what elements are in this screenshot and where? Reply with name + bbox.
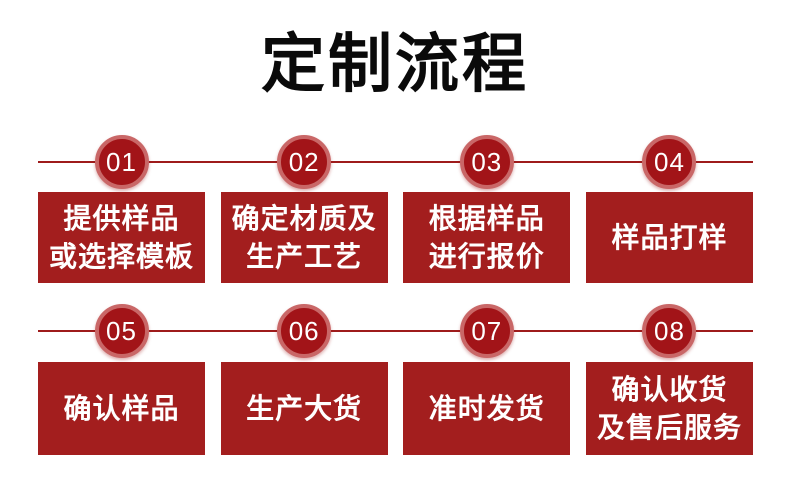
step-8: 08 确认收货 及售后服务 [585, 304, 753, 455]
step-4-circle: 04 [642, 135, 697, 189]
step-7-circle: 07 [459, 304, 514, 358]
step-6-label: 生产大货 [246, 392, 363, 424]
step-1-box: 提供样品 或选择模板 [38, 192, 205, 283]
step-4: 04 样品打样 [585, 135, 753, 283]
step-2-circle: 02 [277, 135, 332, 189]
step-5-number: 05 [106, 316, 137, 346]
step-8-box: 确认收货 及售后服务 [585, 362, 753, 455]
step-8-circle: 08 [642, 304, 697, 358]
page-title: 定制流程 [261, 28, 529, 100]
connector-line [38, 330, 753, 332]
step-6-circle: 06 [277, 304, 332, 358]
step-4-number: 04 [654, 147, 685, 177]
step-3-label: 根据样品 进行报价 [428, 203, 545, 272]
step-2: 02 确定材质及 生产工艺 [220, 135, 388, 283]
step-3-circle: 03 [459, 135, 514, 189]
step-5-label: 确认样品 [63, 392, 180, 424]
step-2-number: 02 [288, 147, 320, 177]
step-6-number: 06 [288, 316, 320, 346]
step-5-box: 确认样品 [38, 362, 205, 455]
step-6: 06 生产大货 [220, 304, 388, 455]
step-3: 03 根据样品 进行报价 [403, 135, 571, 283]
step-7-label: 准时发货 [428, 392, 545, 424]
step-5-circle: 05 [94, 304, 149, 358]
step-2-box: 确定材质及 生产工艺 [220, 192, 388, 283]
step-7-box: 准时发货 [403, 362, 571, 455]
step-4-label: 样品打样 [611, 221, 728, 253]
step-7-number: 07 [471, 316, 503, 346]
connector-line [38, 161, 753, 163]
step-2-label: 确定材质及 生产工艺 [231, 203, 377, 272]
step-3-box: 根据样品 进行报价 [403, 192, 571, 283]
process-row-1: 01 提供样品 或选择模板 02 确定材质及 生产工艺 03 根据样品 进行报价 [38, 135, 753, 283]
step-1-circle: 01 [94, 135, 149, 189]
step-3-number: 03 [471, 147, 503, 177]
step-7: 07 准时发货 [403, 304, 571, 455]
step-6-box: 生产大货 [220, 362, 388, 455]
step-8-label: 确认收货 及售后服务 [596, 374, 742, 443]
process-row-2: 05 确认样品 06 生产大货 07 准时发货 08 [38, 304, 753, 455]
step-5: 05 确认样品 [38, 304, 205, 455]
step-1-number: 01 [106, 147, 137, 177]
step-8-number: 08 [654, 316, 685, 346]
step-4-box: 样品打样 [585, 192, 753, 283]
step-1-label: 提供样品 或选择模板 [48, 203, 194, 272]
step-1: 01 提供样品 或选择模板 [38, 135, 205, 283]
